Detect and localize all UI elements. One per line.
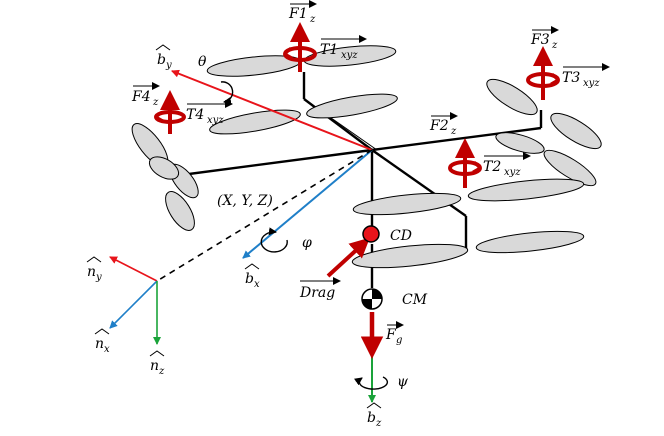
label-position: (X, Y, Z): [217, 193, 273, 209]
torque-icons: [154, 46, 560, 176]
label-f2: F2 z: [429, 112, 458, 137]
svg-text:z: z: [375, 418, 382, 429]
inertial-frame: [109, 256, 161, 345]
svg-text:z: z: [309, 14, 316, 25]
svg-text:T1: T1: [320, 42, 338, 58]
torque-swirl-icon-3: [526, 72, 560, 88]
prop-2-blade-c: [351, 243, 469, 269]
label-nx: n x: [94, 328, 110, 355]
label-fg: F g: [385, 321, 404, 346]
label-ny: n y: [86, 256, 102, 283]
svg-text:F1: F1: [288, 6, 308, 22]
label-nz: n z: [149, 350, 165, 377]
center-of-drag-marker: [362, 225, 380, 243]
label-drag: Drag: [299, 277, 341, 301]
label-f1: F1 z: [288, 0, 317, 25]
center-of-mass-marker: [361, 288, 383, 310]
drag-arrow: [326, 237, 370, 278]
label-theta: θ: [198, 54, 207, 70]
svg-text:z: z: [158, 366, 165, 377]
label-t4: T4 xyz: [186, 100, 233, 126]
label-cm: CM: [402, 292, 428, 308]
label-cd: CD: [390, 228, 412, 244]
label-t2: T2 xyz: [483, 152, 531, 178]
svg-text:z: z: [450, 126, 457, 137]
svg-text:y: y: [165, 60, 172, 71]
prop-2-blade-d: [475, 230, 585, 254]
svg-text:b: b: [367, 410, 376, 426]
prop-1-blade-c: [209, 109, 301, 135]
label-bz: b z: [366, 402, 382, 429]
prop-3-blade-a: [486, 78, 538, 116]
svg-text:g: g: [396, 335, 402, 346]
body-x-axis: [242, 149, 373, 259]
prop-2-blade-a: [352, 192, 462, 216]
psi-rotation-icon: [353, 376, 389, 390]
prop-3-blade-c: [495, 132, 545, 154]
svg-text:F2: F2: [429, 118, 449, 134]
prop-4-blade-c: [148, 156, 180, 180]
svg-text:n: n: [150, 358, 159, 374]
svg-text:xyz: xyz: [341, 50, 358, 61]
svg-text:z: z: [551, 40, 558, 51]
label-by: b y: [155, 44, 172, 71]
svg-text:xyz: xyz: [207, 115, 224, 126]
svg-text:F3: F3: [530, 32, 550, 48]
svg-text:x: x: [104, 344, 110, 355]
torque-swirl-icon-1: [283, 46, 317, 62]
thrust-arrows: [160, 22, 553, 188]
prop-2-blade-b: [467, 178, 585, 202]
label-psi: ψ: [397, 374, 409, 390]
label-phi: φ: [302, 235, 312, 251]
svg-text:F4: F4: [131, 89, 151, 105]
svg-text:y: y: [95, 272, 102, 283]
label-t1: T1 xyz: [320, 35, 367, 61]
propellers: [131, 45, 602, 269]
svg-text:n: n: [95, 336, 104, 352]
svg-text:T2: T2: [483, 159, 501, 175]
svg-text:T4: T4: [186, 107, 204, 123]
svg-text:Drag: Drag: [299, 285, 335, 301]
arm-left: [165, 148, 373, 179]
svg-text:n: n: [87, 264, 96, 280]
prop-1-blade-d: [306, 93, 398, 119]
label-t3: T3 xyz: [562, 63, 610, 89]
torque-swirl-icon-2: [448, 160, 482, 176]
svg-text:z: z: [152, 97, 159, 108]
position-vector: [156, 149, 373, 282]
inertial-x-axis: [109, 280, 158, 329]
phi-rotation-icon: [260, 227, 288, 253]
svg-text:F: F: [385, 327, 397, 343]
inertial-y-axis: [109, 256, 158, 282]
svg-text:b: b: [157, 52, 166, 68]
label-f4: F4 z: [131, 82, 160, 108]
prop-3-blade-d: [543, 149, 597, 187]
label-bx: b x: [244, 263, 260, 290]
prop-4-blade-d: [165, 191, 195, 231]
prop-3-blade-b: [550, 112, 602, 150]
svg-text:b: b: [245, 271, 254, 287]
svg-text:xyz: xyz: [504, 167, 521, 178]
svg-text:xyz: xyz: [583, 78, 600, 89]
svg-text:x: x: [254, 279, 260, 290]
svg-text:T3: T3: [562, 70, 580, 86]
torque-swirl-icon-4: [154, 110, 186, 124]
label-f3: F3 z: [530, 26, 559, 51]
body-y-axis: [171, 69, 373, 151]
